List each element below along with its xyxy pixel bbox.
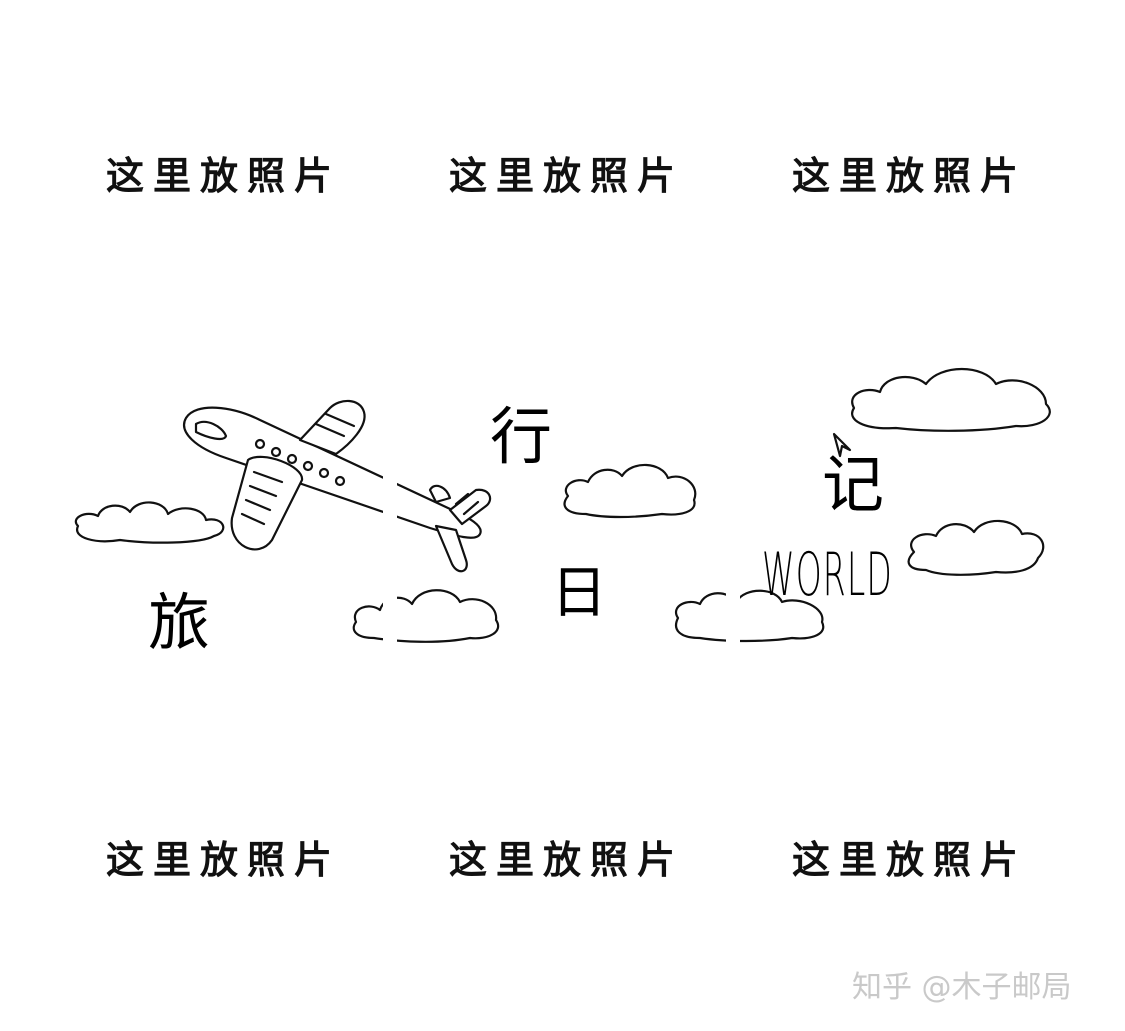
photo-placeholder-label: 这里放照片 [449, 154, 685, 198]
cloud-icon [563, 463, 697, 519]
photo-placeholder-label: 这里放照片 [792, 838, 1028, 882]
cloud-icon [851, 367, 1051, 432]
title-char-xing: 行 [490, 400, 553, 473]
title-char-ri: 日 [551, 561, 607, 626]
panel-seam [383, 340, 397, 680]
photo-placeholder-label: 这里放照片 [106, 154, 342, 198]
paper-arrow-icon [832, 432, 852, 458]
bottom-photo-row: 这里放照片 这里放照片 这里放照片 [0, 830, 1125, 890]
cloud-icon [352, 589, 500, 643]
airplane-icon [183, 399, 492, 573]
cloud-icon [74, 501, 225, 544]
cloud-icon [907, 519, 1045, 576]
top-photo-row: 这里放照片 这里放照片 这里放照片 [0, 146, 1125, 206]
panel-seam [726, 340, 740, 680]
title-char-lv: 旅 [148, 586, 211, 659]
world-text: WORLD [762, 540, 893, 610]
photo-placeholder-label: 这里放照片 [449, 838, 685, 882]
photo-placeholder-label: 这里放照片 [106, 838, 342, 882]
title-char-ji: 记 [822, 448, 885, 521]
cloud-icon [674, 589, 825, 643]
travel-illustration: 旅 行 日 记 WORLD [0, 340, 1125, 680]
watermark: 知乎 @木子邮局 [852, 970, 1072, 1005]
photo-placeholder-label: 这里放照片 [792, 154, 1028, 198]
